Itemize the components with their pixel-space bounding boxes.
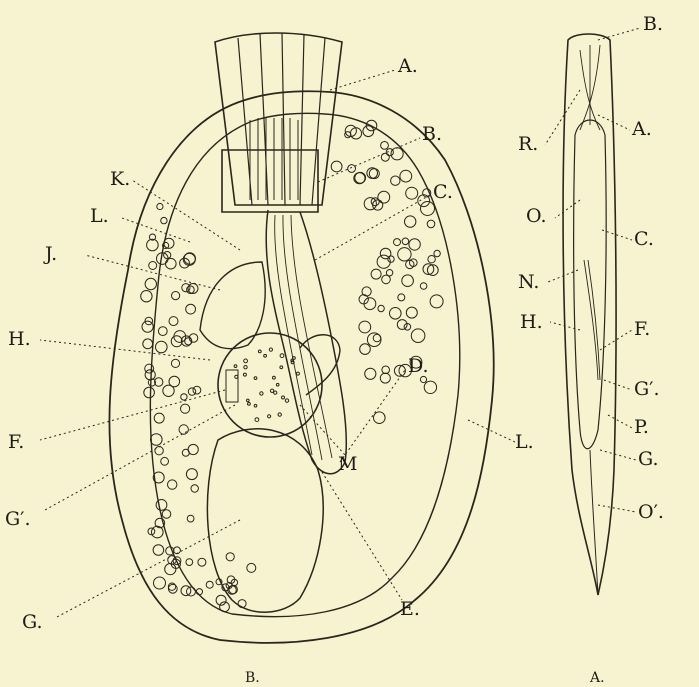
label-b-l-right: L. bbox=[515, 431, 534, 453]
label-a-o: O. bbox=[526, 205, 547, 227]
label-a-b: B. bbox=[643, 13, 663, 35]
label-a-f: F. bbox=[634, 318, 650, 340]
label-b-f: F. bbox=[8, 431, 24, 453]
label-a-r: R. bbox=[518, 133, 538, 155]
label-a-o-prime: O′. bbox=[638, 501, 664, 523]
label-b-h: H. bbox=[8, 328, 31, 350]
label-a-n: N. bbox=[518, 271, 539, 293]
label-b-g: G. bbox=[22, 611, 43, 633]
figure-a-caption: A. bbox=[589, 670, 605, 686]
label-b-b: B. bbox=[422, 123, 442, 145]
label-b-j: J. bbox=[43, 243, 57, 265]
label-a-g-prime: G′. bbox=[634, 378, 660, 400]
label-a-a: A. bbox=[631, 118, 652, 140]
label-a-g: G. bbox=[638, 448, 659, 470]
label-b-a: A. bbox=[397, 55, 418, 77]
label-b-e: E. bbox=[400, 598, 420, 620]
label-a-p: P. bbox=[634, 416, 649, 438]
label-b-l-left: L. bbox=[90, 205, 109, 227]
label-b-g-prime: G′. bbox=[5, 508, 31, 530]
label-a-h: H. bbox=[520, 311, 543, 333]
label-b-d: D. bbox=[408, 355, 429, 377]
label-b-k: K. bbox=[110, 168, 130, 190]
figure-b-caption: B. bbox=[245, 670, 260, 686]
label-a-c: C. bbox=[634, 228, 654, 250]
label-b-m: M bbox=[338, 453, 357, 475]
label-b-c: C. bbox=[433, 181, 453, 203]
